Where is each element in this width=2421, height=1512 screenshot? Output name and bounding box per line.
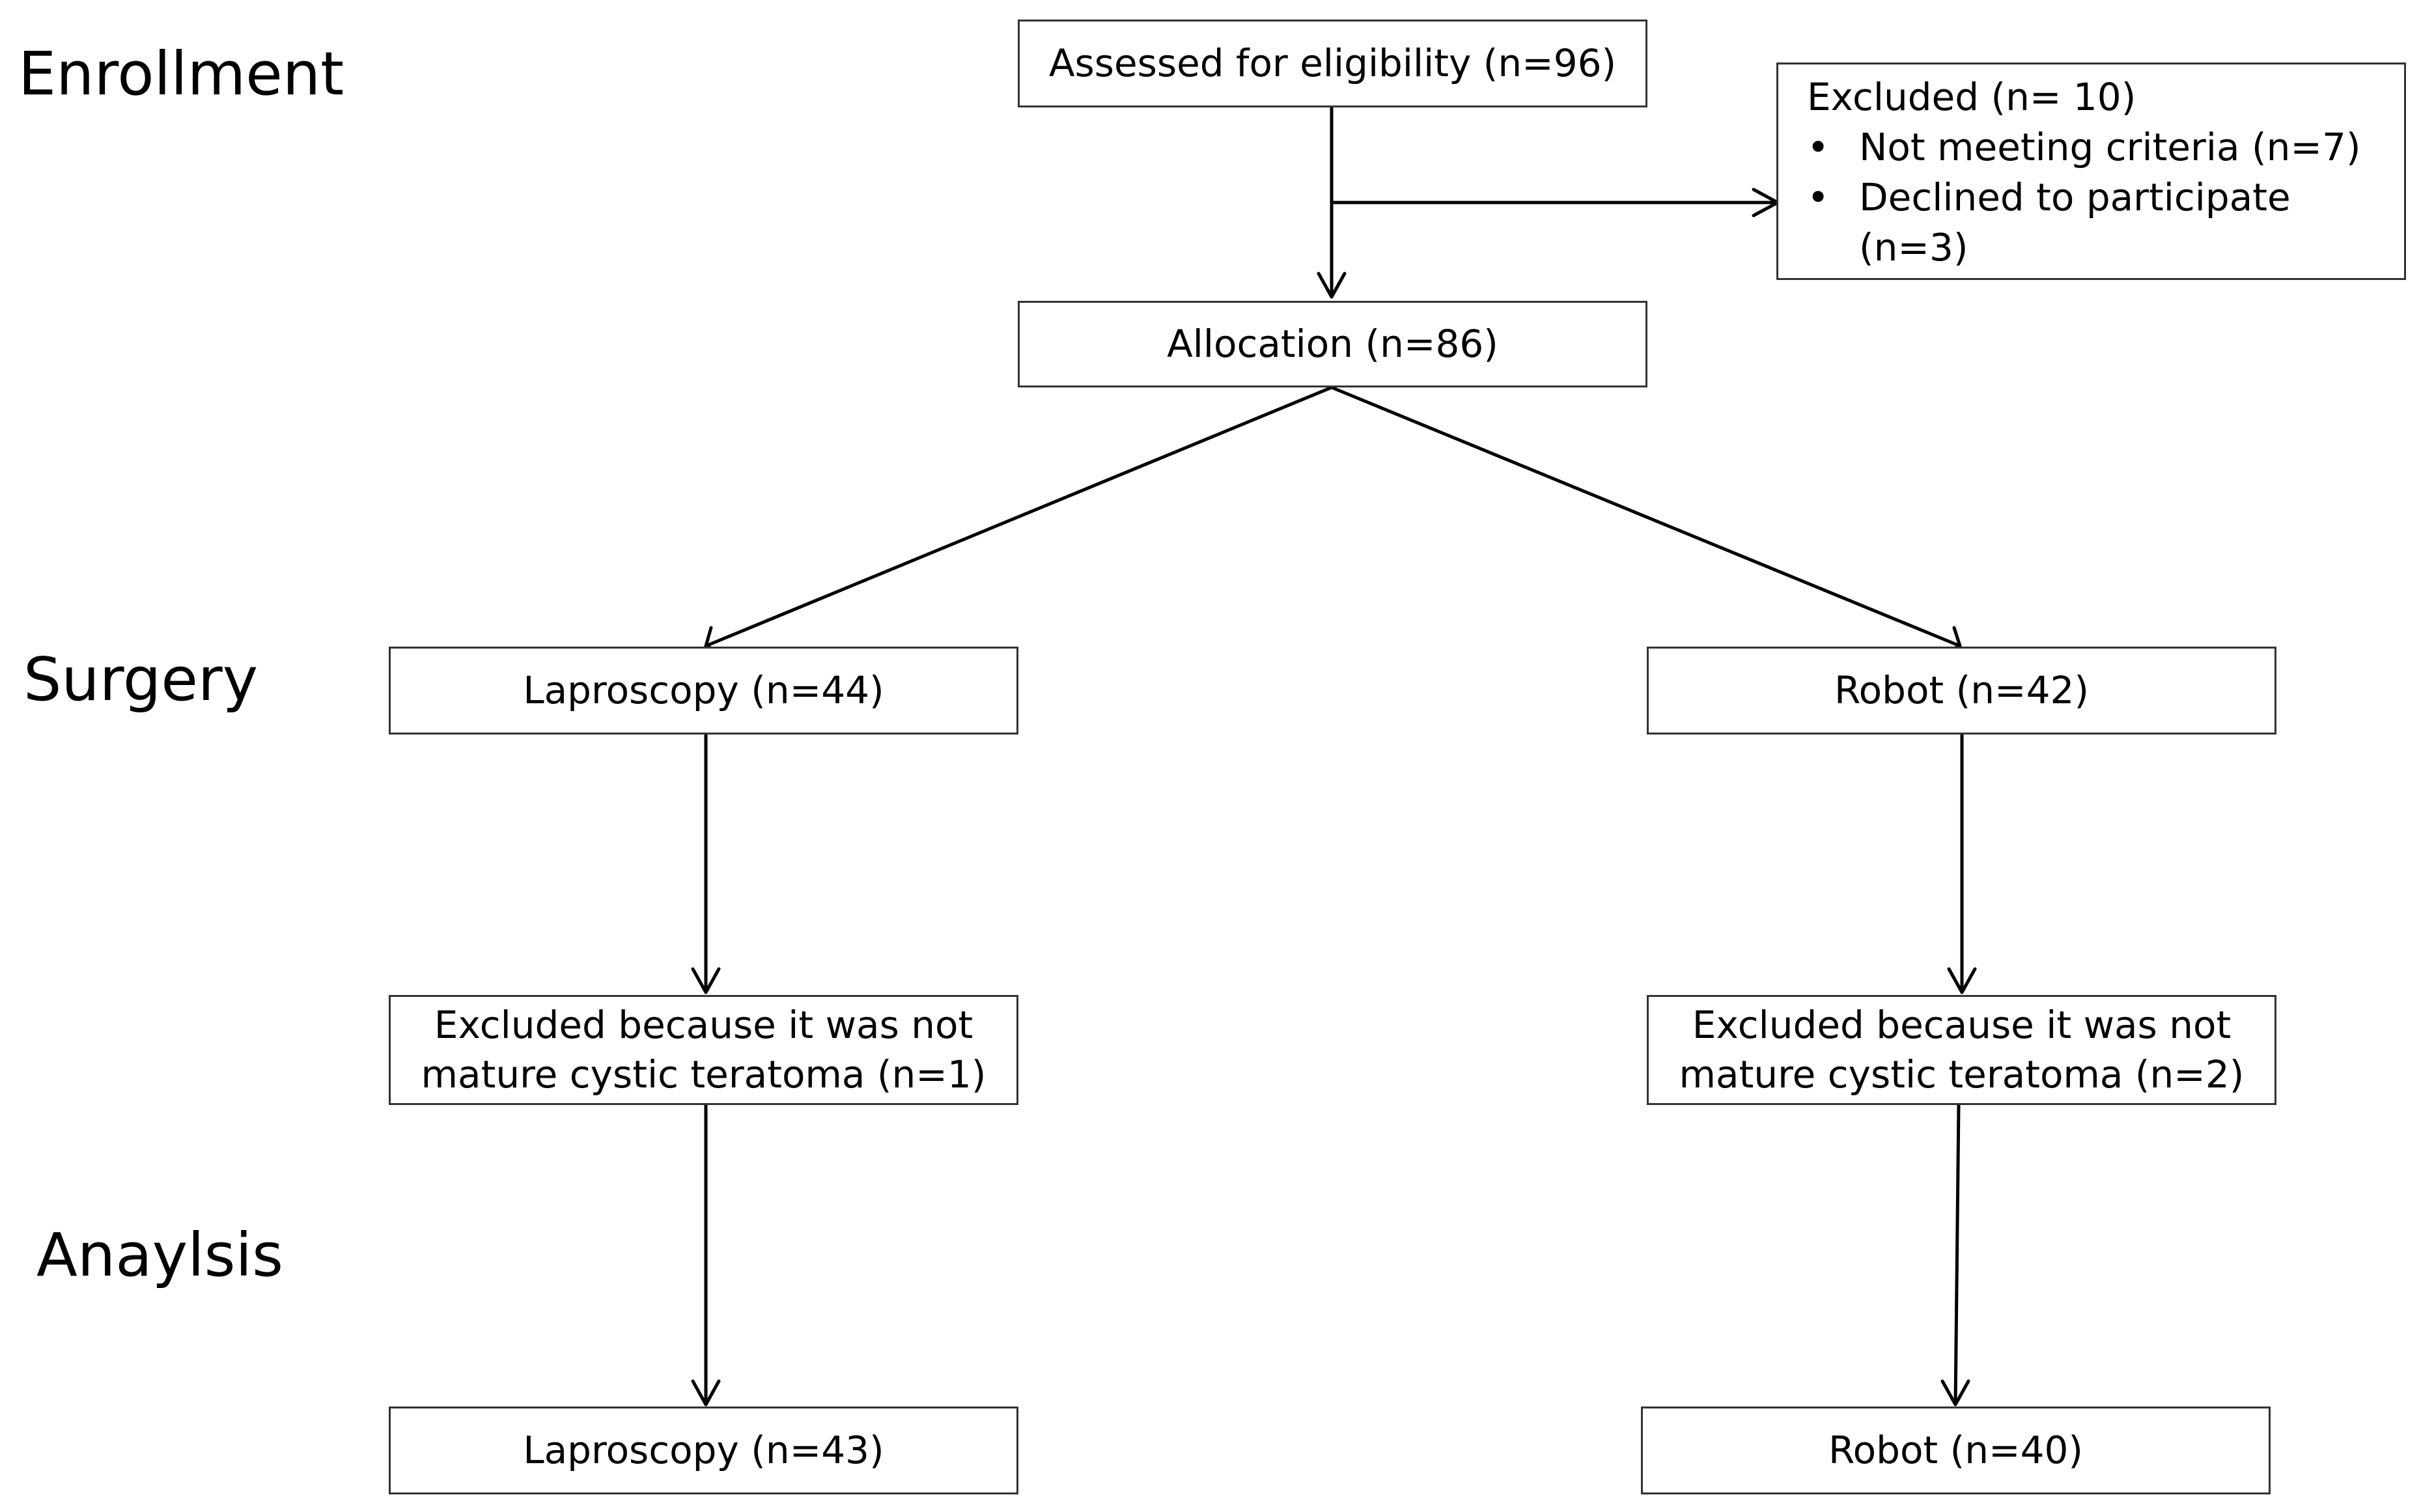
stage-label-enrollment: Enrollment: [18, 39, 344, 109]
bullet: •: [1807, 125, 1830, 169]
robot-surgery-box: Robot (n=42): [1647, 647, 2276, 735]
arrowhead-robot-excluded: [1947, 967, 1977, 994]
excluded-box: Excluded (n= 10) • Not meeting criteria …: [1776, 63, 2406, 280]
exclusion-reason: Not meeting criteria (n=7): [1859, 125, 2361, 169]
arrowhead-laparoscopy-analysis: [691, 1379, 721, 1407]
laparoscopy-surgery-box: Laproscopy (n=44): [389, 647, 1018, 735]
assessed-box: Assessed for eligibility (n=96): [1018, 20, 1647, 107]
bullet: •: [1807, 175, 1830, 219]
list-item: • Declined to participate (n=3): [1807, 173, 2404, 273]
assessed-label: Assessed for eligibility (n=96): [1048, 40, 1617, 85]
laparoscopy-analysis-box: Laproscopy (n=43): [389, 1407, 1018, 1494]
stage-label-surgery: Surgery: [23, 645, 259, 714]
allocation-label: Allocation (n=86): [1167, 321, 1498, 366]
excluded-reasons-list: • Not meeting criteria (n=7) • Declined …: [1807, 122, 2404, 273]
laparoscopy-excluded-line-2: mature cystic teratoma (n=1): [421, 1052, 987, 1097]
arrowhead-allocation: [1317, 272, 1347, 299]
laparoscopy-excluded-line-1: Excluded because it was not: [434, 1003, 973, 1048]
excluded-title: Excluded (n= 10): [1807, 75, 2136, 119]
robot-surgery-label: Robot (n=42): [1834, 667, 2090, 712]
arrowhead-robot-analysis: [1940, 1379, 1970, 1407]
robot-excluded-line-2: mature cystic teratoma (n=2): [1679, 1052, 2245, 1097]
robot-analysis-label: Robot (n=40): [1828, 1427, 2084, 1472]
list-item: • Not meeting criteria (n=7): [1807, 122, 2404, 173]
robot-excluded-box: Excluded because it was not mature cysti…: [1647, 995, 2276, 1105]
robot-excluded-line-1: Excluded because it was not: [1692, 1003, 2232, 1048]
laparoscopy-surgery-label: Laproscopy (n=44): [523, 667, 884, 712]
connector-robot-to-analysis: [1953, 1103, 1961, 1406]
robot-analysis-box: Robot (n=40): [1641, 1407, 2271, 1494]
exclusion-reason: Declined to participate: [1859, 175, 2291, 219]
connector-allocation-to-laparoscopy: [704, 385, 1334, 648]
connector-allocation-to-robot: [1330, 385, 1962, 648]
laparoscopy-analysis-label: Laproscopy (n=43): [523, 1427, 884, 1472]
stage-label-analysis: Anaylsis: [36, 1220, 284, 1290]
allocation-box: Allocation (n=86): [1018, 301, 1647, 387]
exclusion-reason-count: (n=3): [1859, 225, 1968, 270]
arrowhead-laparoscopy-excluded: [691, 967, 721, 994]
laparoscopy-excluded-box: Excluded because it was not mature cysti…: [389, 995, 1018, 1105]
